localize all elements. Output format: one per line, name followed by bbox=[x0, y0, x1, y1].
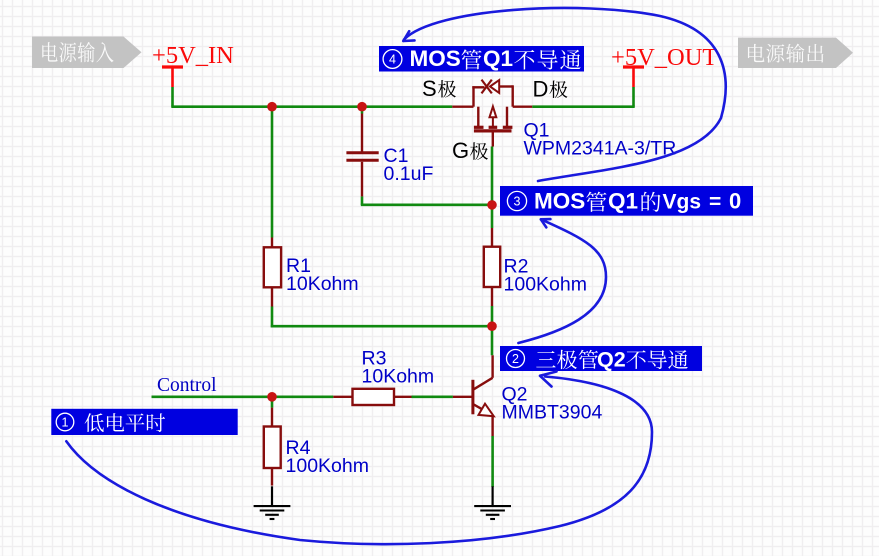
svg-text:Q1: Q1 bbox=[483, 46, 513, 71]
svg-text:Control: Control bbox=[157, 375, 217, 396]
svg-text:Q1: Q1 bbox=[608, 189, 638, 214]
svg-text:4: 4 bbox=[389, 53, 396, 67]
svg-text:Q2: Q2 bbox=[597, 347, 626, 371]
svg-text:+5V_OUT: +5V_OUT bbox=[611, 44, 717, 71]
svg-text:D: D bbox=[533, 77, 549, 102]
svg-text:100Kohm: 100Kohm bbox=[504, 274, 587, 296]
svg-text:Q2: Q2 bbox=[502, 384, 528, 406]
svg-text:100Kohm: 100Kohm bbox=[286, 455, 369, 477]
svg-text:MOS: MOS bbox=[534, 189, 585, 214]
svg-text:0: 0 bbox=[729, 189, 741, 214]
svg-text:+5V_IN: +5V_IN bbox=[152, 42, 234, 69]
svg-text:Q1: Q1 bbox=[524, 120, 550, 142]
svg-text:=: = bbox=[709, 191, 721, 214]
svg-text:3: 3 bbox=[514, 195, 521, 209]
svg-text:R2: R2 bbox=[504, 256, 529, 278]
svg-text:R1: R1 bbox=[286, 255, 311, 277]
svg-text:C1: C1 bbox=[384, 145, 409, 167]
svg-text:G: G bbox=[452, 138, 469, 163]
svg-text:1: 1 bbox=[62, 416, 69, 430]
svg-text:10Kohm: 10Kohm bbox=[362, 366, 435, 388]
svg-text:R4: R4 bbox=[286, 437, 311, 459]
svg-text:S: S bbox=[422, 76, 437, 101]
svg-text:2: 2 bbox=[512, 352, 519, 366]
svg-text:WPM2341A-3/TR: WPM2341A-3/TR bbox=[524, 138, 677, 160]
svg-text:10Kohm: 10Kohm bbox=[286, 273, 359, 295]
svg-text:MOS: MOS bbox=[410, 46, 461, 71]
svg-text:0.1uF: 0.1uF bbox=[384, 163, 434, 185]
svg-text:MMBT3904: MMBT3904 bbox=[502, 402, 603, 424]
svg-text:R3: R3 bbox=[362, 348, 387, 370]
svg-text:Vgs: Vgs bbox=[663, 191, 702, 214]
